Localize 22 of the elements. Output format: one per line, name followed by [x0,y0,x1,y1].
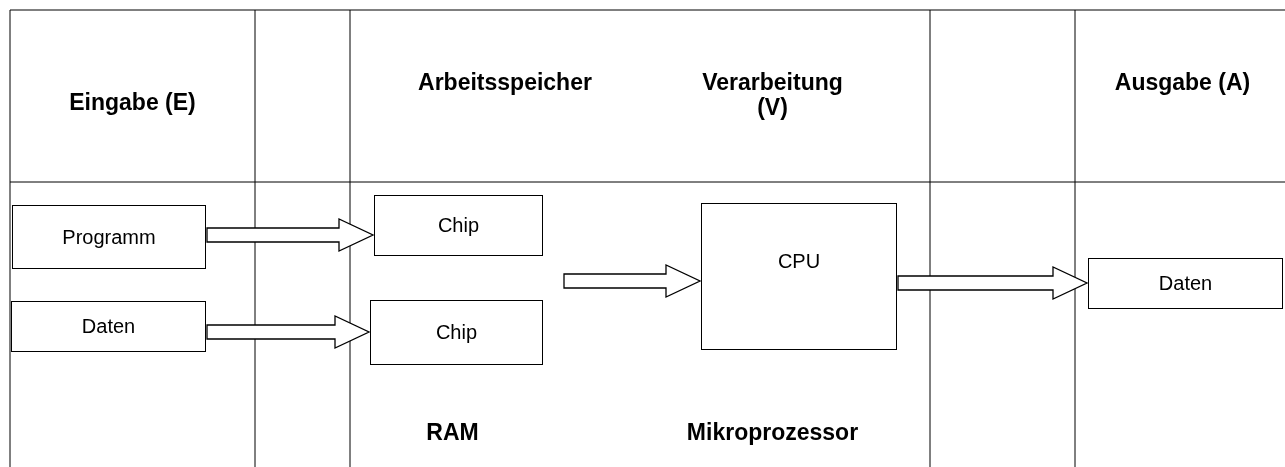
block-arrow [897,265,1089,301]
block-arrow [206,217,375,253]
box-label: Daten [1158,272,1213,295]
chip-box [370,300,543,365]
process-box [12,205,206,269]
column-header: Arbeitsspeicher [417,70,593,96]
box-label: Chip [437,214,480,237]
component-label: Mikroprozessor [685,420,860,446]
box-label: CPU [777,250,821,273]
column-header: Ausgabe (A) [1113,70,1252,96]
box-label: Chip [435,321,478,344]
process-box [11,301,206,352]
cpu-box [701,203,897,350]
component-label: RAM [425,420,480,446]
column-header: Eingabe (E) [68,90,197,116]
block-arrow [206,314,371,350]
chip-box [374,195,543,256]
block-arrow [563,263,702,299]
box-label: Daten [81,315,136,338]
box-label: Programm [62,225,156,249]
output-box [1088,258,1283,309]
column-header: Verarbeitung (V) [701,70,844,121]
